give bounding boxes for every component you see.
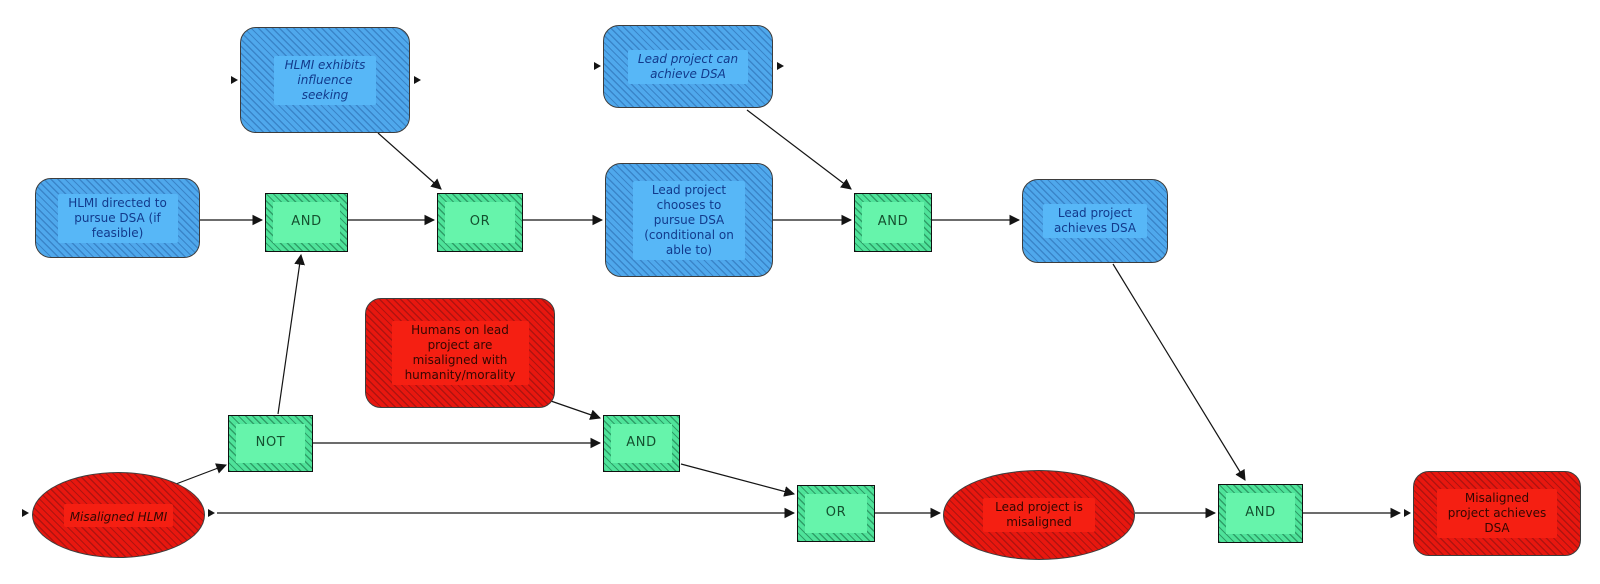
side-marker-icon — [1404, 509, 1411, 517]
node-label: Misaligned project achieves DSA — [1447, 491, 1547, 535]
edge-influence-to-or1 — [377, 132, 442, 190]
node-lead-project-can-achieve-dsa[interactable]: Lead project can achieve DSA — [603, 25, 773, 108]
gate-label: OR — [469, 214, 491, 230]
node-hlmi-exhibits-influence-seeking[interactable]: HLMI exhibits influence seeking — [240, 27, 410, 133]
gate-label: AND — [291, 214, 322, 230]
node-label: HLMI directed to pursue DSA (if feasible… — [68, 195, 167, 240]
gate-and-4[interactable]: AND — [1218, 484, 1303, 543]
edge-and3-to-or2 — [680, 463, 796, 497]
side-marker-icon — [208, 509, 215, 517]
node-lead-project-is-misaligned[interactable]: Lead project is misaligned — [943, 470, 1135, 560]
side-marker-icon — [594, 62, 601, 70]
node-label: Lead project achieves DSA — [1053, 206, 1137, 235]
gate-label: NOT — [255, 435, 286, 451]
node-misaligned-hlmi[interactable]: Misaligned HLMI — [32, 472, 205, 558]
gate-label: AND — [877, 214, 909, 230]
node-label: Lead project is misaligned — [995, 500, 1083, 529]
gate-label: OR — [825, 505, 847, 521]
node-label: Humans on lead project are misaligned wi… — [404, 323, 516, 382]
gate-label: AND — [1245, 505, 1276, 521]
node-misaligned-project-achieves-dsa[interactable]: Misaligned project achieves DSA — [1413, 471, 1581, 556]
gate-or-2[interactable]: OR — [797, 485, 875, 542]
side-marker-icon — [414, 76, 421, 84]
side-marker-icon — [777, 62, 784, 70]
node-label: Misaligned HLMI — [69, 509, 168, 524]
edge-humans-to-and3 — [547, 399, 602, 420]
gate-label: AND — [626, 435, 657, 451]
node-hlmi-directed-to-pursue-dsa[interactable]: HLMI directed to pursue DSA (if feasible… — [35, 178, 200, 258]
gate-and-2[interactable]: AND — [854, 193, 932, 252]
edge-mishlmi-to-not1 — [175, 463, 228, 485]
node-label: Lead project can achieve DSA — [637, 51, 739, 81]
node-lead-project-achieves-dsa[interactable]: Lead project achieves DSA — [1022, 179, 1168, 263]
node-label: Lead project chooses to pursue DSA (cond… — [644, 182, 734, 257]
gate-not-1[interactable]: NOT — [228, 415, 313, 472]
gate-and-1[interactable]: AND — [265, 193, 348, 252]
node-label: HLMI exhibits influence seeking — [284, 57, 366, 102]
gate-or-1[interactable]: OR — [437, 193, 523, 252]
gate-and-3[interactable]: AND — [603, 415, 680, 472]
node-humans-on-lead-project-misaligned[interactable]: Humans on lead project are misaligned wi… — [365, 298, 555, 408]
edge-achieves-to-and4 — [1112, 263, 1246, 481]
edge-not1-to-and1 — [277, 253, 305, 415]
side-marker-icon — [22, 509, 29, 517]
node-lead-project-chooses-to-pursue-dsa[interactable]: Lead project chooses to pursue DSA (cond… — [605, 163, 773, 277]
side-marker-icon — [231, 76, 238, 84]
